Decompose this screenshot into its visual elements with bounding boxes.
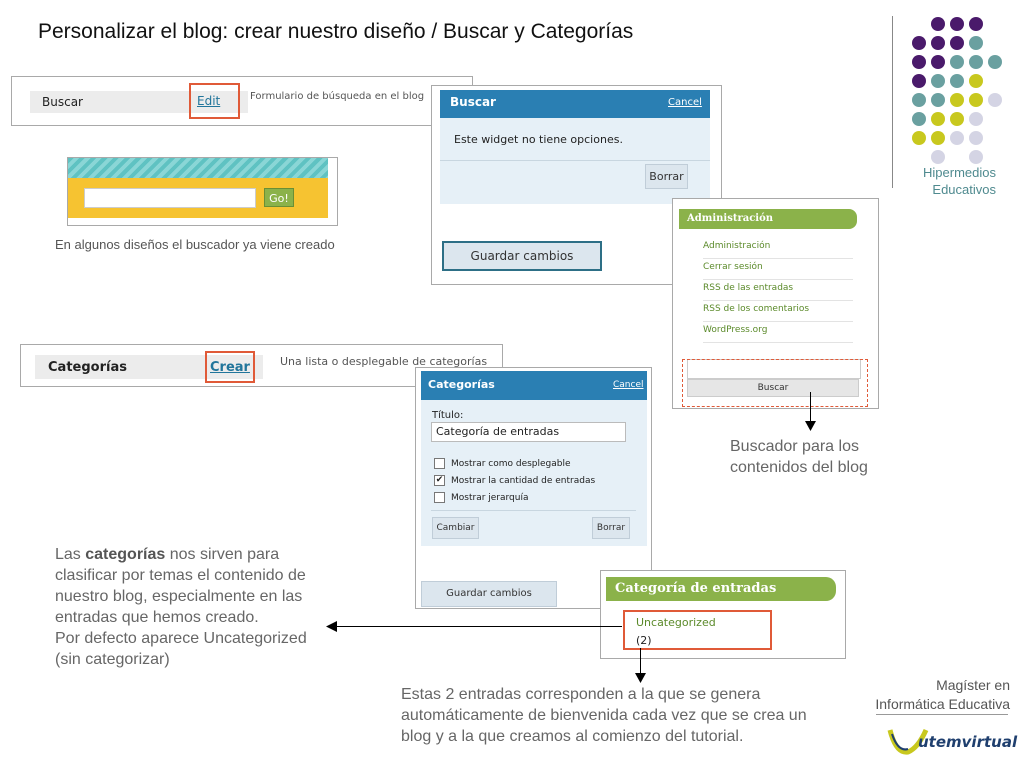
uncategorized-link[interactable]: Uncategorized (636, 616, 716, 629)
entry-count: (2) (636, 634, 652, 647)
decorative-dot (931, 150, 945, 164)
decorative-dot (931, 55, 945, 69)
decorative-dot (969, 112, 983, 126)
option-label: Mostrar jerarquía (451, 492, 529, 503)
buscar-desc: Formulario de búsqueda en el blog (250, 91, 425, 102)
decorative-dot (950, 55, 964, 69)
decorative-dot (950, 74, 964, 88)
option-row[interactable]: ✔ Mostrar la cantidad de entradas (434, 472, 634, 489)
divider-line (892, 16, 893, 188)
categorias-widget-panel: Categorías Cancel Título: Categoría de e… (415, 367, 652, 609)
caption-admin: Buscador para los contenidos del blog (730, 438, 868, 476)
decorative-dot (988, 55, 1002, 69)
brand-label: Hipermedios Educativos (923, 165, 996, 197)
decorative-dot (931, 74, 945, 88)
uncategorized-highlight (623, 610, 772, 650)
caption-search: En algunos diseños el buscador ya viene … (55, 237, 335, 252)
note-categories: Las categorías nos sirven para clasifica… (55, 546, 307, 668)
admin-link[interactable]: Cerrar sesión (703, 260, 853, 280)
decorative-dot (931, 17, 945, 31)
decorative-dot (931, 131, 945, 145)
utemvirtual-logo: utemvirtual (886, 724, 1017, 758)
decorative-dot (969, 150, 983, 164)
logo-text: utemvirtual (918, 733, 1018, 751)
decorative-dot (950, 93, 964, 107)
arrow-left-line (336, 626, 622, 627)
decorative-dot (912, 93, 926, 107)
logo-swoosh-icon (887, 728, 929, 755)
category-result-header: Categoría de entradas (615, 581, 777, 596)
decorative-dots (912, 17, 1002, 164)
buscar-widget-header: Buscar (450, 95, 496, 109)
arrow-down-head (635, 673, 646, 683)
buscar-widget-row: Buscar Edit Formulario de búsqueda en el… (11, 76, 473, 126)
admin-link[interactable]: RSS de las entradas (703, 281, 853, 301)
slide-title: Personalizar el blog: crear nuestro dise… (38, 20, 634, 43)
change-button[interactable]: Cambiar (432, 517, 479, 539)
crear-link[interactable]: Crear (210, 360, 250, 375)
decorative-dot (912, 112, 926, 126)
edit-highlight (189, 83, 240, 119)
buscar-cancel-link[interactable]: Cancel (668, 97, 702, 108)
admin-link[interactable]: RSS de los comentarios (703, 302, 853, 322)
decorative-dot (931, 112, 945, 126)
edit-link[interactable]: Edit (197, 94, 221, 108)
arrow-line (810, 392, 811, 424)
arrow-head (805, 421, 816, 431)
categorias-label: Categorías (48, 360, 127, 375)
buscar-save-button[interactable]: Guardar cambios (442, 241, 602, 271)
buscar-widget-body: Este widget no tiene opciones. (454, 133, 623, 146)
decorative-dot (931, 93, 945, 107)
admin-header: Administración (687, 213, 774, 224)
option-row[interactable]: Mostrar jerarquía (434, 489, 634, 506)
search-demo: Go! (67, 157, 338, 226)
decorative-dot (969, 74, 983, 88)
decorative-dot (931, 36, 945, 50)
search-highlight (682, 359, 868, 407)
search-demo-input[interactable] (84, 188, 256, 208)
checkbox[interactable] (434, 458, 445, 469)
category-result: Categoría de entradas Uncategorized (2) (600, 570, 846, 659)
option-label: Mostrar como desplegable (451, 458, 571, 469)
categorias-cancel-link[interactable]: Cancel (613, 380, 644, 390)
categorias-widget-header: Categorías (428, 378, 495, 391)
decorative-dot (988, 93, 1002, 107)
admin-link[interactable]: WordPress.org (703, 323, 853, 343)
decorative-dot (912, 55, 926, 69)
option-label: Mostrar la cantidad de entradas (451, 475, 596, 486)
decorative-dot (912, 131, 926, 145)
decorative-dot (969, 93, 983, 107)
option-row[interactable]: Mostrar como desplegable (434, 455, 634, 472)
admin-search-button[interactable]: Buscar (687, 379, 859, 397)
categorias-desc: Una lista o desplegable de categorías (280, 355, 488, 368)
decorative-dot (912, 36, 926, 50)
decorative-dot (950, 17, 964, 31)
categorias-delete-button[interactable]: Borrar (592, 517, 630, 539)
title-field[interactable]: Categoría de entradas (431, 422, 626, 442)
arrow-down-line (640, 648, 641, 675)
buscar-label: Buscar (42, 95, 83, 109)
crear-highlight (205, 351, 255, 383)
go-button[interactable]: Go! (264, 188, 294, 207)
buscar-widget-panel: Buscar Cancel Este widget no tiene opcio… (431, 85, 722, 285)
decorative-dot (969, 17, 983, 31)
decorative-dot (950, 36, 964, 50)
title-field-label: Título: (432, 410, 464, 421)
decorative-dot (950, 131, 964, 145)
footer-brand: Magíster en Informática Educativa (875, 677, 1010, 712)
admin-link[interactable]: Administración (703, 239, 853, 259)
buscar-delete-button[interactable]: Borrar (645, 164, 688, 189)
note-entries: Estas 2 entradas corresponden a la que s… (401, 686, 807, 745)
decorative-dot (969, 131, 983, 145)
decorative-dot (969, 36, 983, 50)
decorative-dot (912, 74, 926, 88)
arrow-left-head (326, 621, 337, 632)
decorative-dot (950, 112, 964, 126)
checkbox[interactable] (434, 492, 445, 503)
categorias-save-button[interactable]: Guardar cambios (421, 581, 557, 607)
decorative-dot (969, 55, 983, 69)
checkbox[interactable]: ✔ (434, 475, 445, 486)
